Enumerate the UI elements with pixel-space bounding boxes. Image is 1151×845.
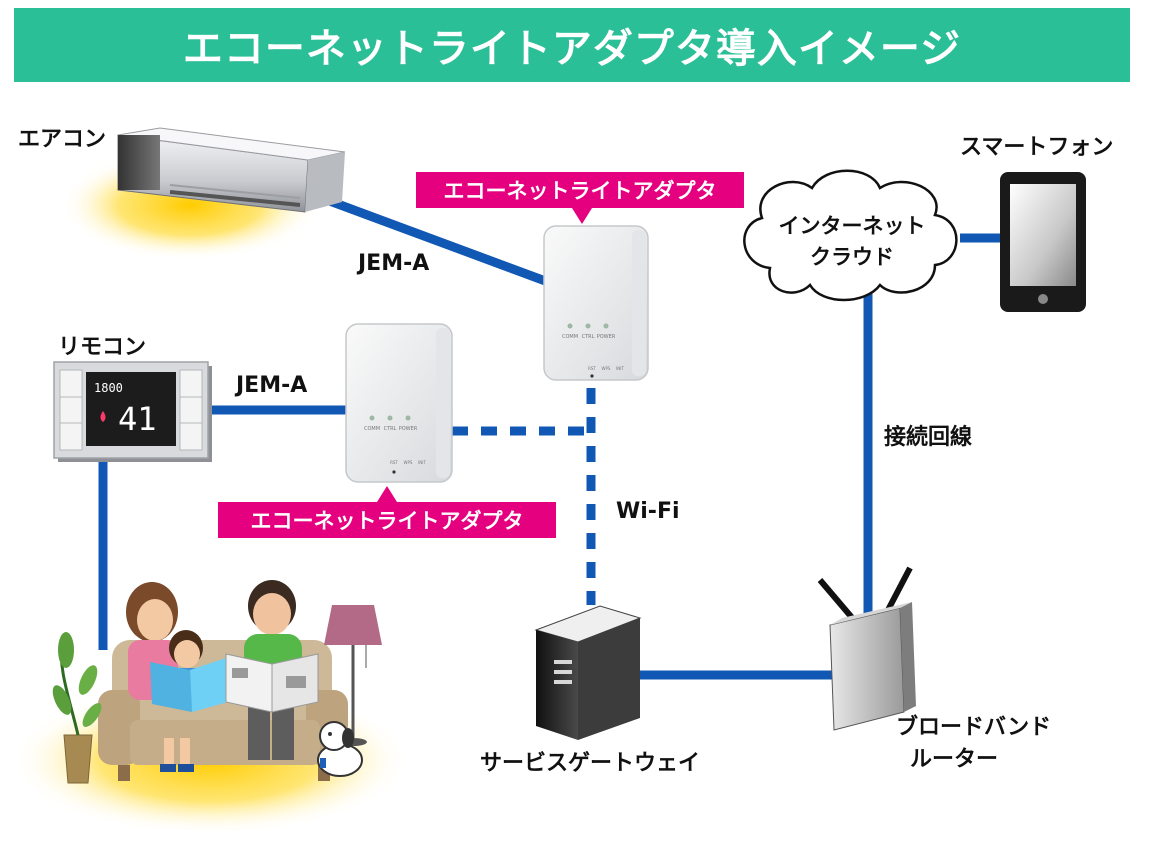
svg-text:RST: RST <box>390 460 398 465</box>
svg-text:CTRL: CTRL <box>582 334 595 340</box>
remote-icon: 1800 41 <box>53 361 212 462</box>
svg-text:POWER: POWER <box>597 334 616 340</box>
family-illustration <box>98 580 348 781</box>
aircon-label: エアコン <box>18 127 106 152</box>
remote-label: リモコン <box>58 335 146 360</box>
smartphone-icon <box>1000 172 1086 312</box>
cloud-icon: インターネット クラウド <box>743 169 958 302</box>
router-label-line1: ブロードバンド <box>896 714 1051 740</box>
svg-text:WPS: WPS <box>404 460 413 465</box>
cloud-label-line1: インターネット <box>779 214 926 238</box>
adapter-tag-bottom: エコーネットライトアダプタ <box>218 486 556 538</box>
plant-icon <box>52 632 102 784</box>
svg-text:エコーネットライトアダプタ: エコーネットライトアダプタ <box>444 179 717 203</box>
connection-lines <box>98 185 1004 680</box>
svg-text:RST: RST <box>588 366 596 371</box>
gateway-label: サービスゲートウェイ <box>480 751 700 776</box>
connection-line-label: 接続回線 <box>884 424 972 450</box>
svg-text:41: 41 <box>118 400 157 438</box>
page-title: エコーネットライトアダプタ導入イメージ <box>182 26 962 72</box>
svg-text:COMM: COMM <box>562 334 578 340</box>
adapter-icon: COMM CTRL POWER RST WPS INIT <box>543 225 649 381</box>
cloud-label-line2: クラウド <box>810 245 894 269</box>
wifi-label: Wi-Fi <box>616 499 680 524</box>
router-icon <box>817 566 916 731</box>
dog-icon <box>317 721 363 777</box>
jem-a-label-top: JEM-A <box>356 251 429 276</box>
title-banner: エコーネットライトアダプタ導入イメージ <box>14 8 1130 82</box>
svg-text:COMM: COMM <box>364 426 380 432</box>
svg-text:WPS: WPS <box>602 366 611 371</box>
aircon-icon <box>117 127 346 213</box>
svg-text:1800: 1800 <box>94 381 123 395</box>
smartphone-label: スマートフォン <box>960 135 1113 160</box>
link-aircon-adapter <box>298 185 550 287</box>
adapter-icon: COMM CTRL POWER RST WPS INIT <box>345 323 453 483</box>
svg-text:POWER: POWER <box>399 426 418 432</box>
adapter-tag-top: エコーネットライトアダプタ <box>416 172 744 224</box>
svg-text:CTRL: CTRL <box>384 426 397 432</box>
svg-text:エコーネットライトアダプタ: エコーネットライトアダプタ <box>251 509 524 533</box>
gateway-icon <box>534 605 642 740</box>
router-label-line2: ルーター <box>910 747 998 772</box>
svg-text:INIT: INIT <box>418 460 426 465</box>
svg-text:INIT: INIT <box>616 366 624 371</box>
jem-a-label-left: JEM-A <box>234 373 307 398</box>
